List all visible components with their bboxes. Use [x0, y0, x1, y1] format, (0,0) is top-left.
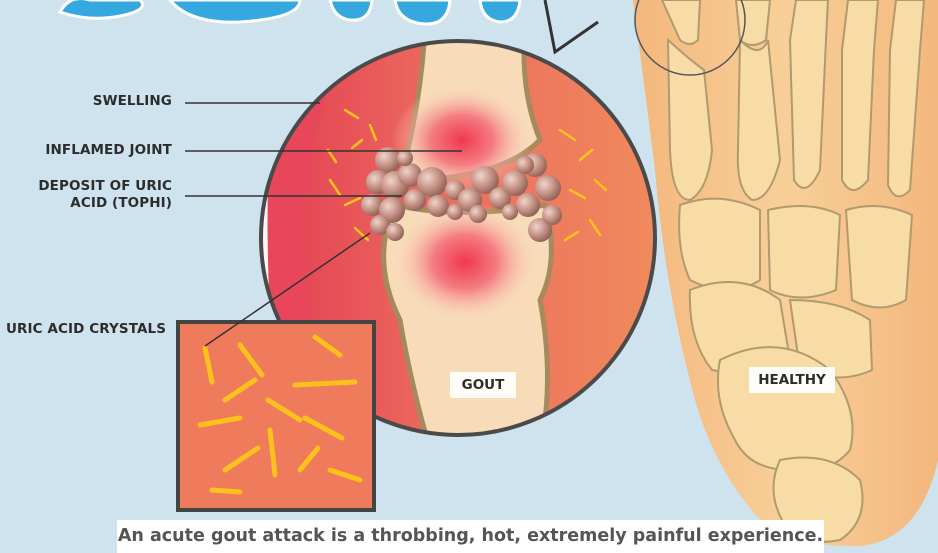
healthy-foot: [633, 0, 938, 546]
label-deposit-line1: DEPOSIT OF URIC: [20, 178, 172, 195]
gout-badge: GOUT: [450, 372, 516, 398]
label-inflamed-joint: INFLAMED JOINT: [20, 142, 172, 159]
label-swelling: SWELLING: [60, 93, 172, 110]
label-uric-acid-crystals: URIC ACID CRYSTALS: [6, 321, 182, 338]
title-fragment: [60, 0, 520, 24]
crystal-inset: [178, 322, 374, 510]
label-deposit-line2: ACID (TOPHI): [20, 195, 172, 212]
caption: An acute gout attack is a throbbing, hot…: [117, 520, 824, 553]
healthy-badge: HEALTHY: [749, 367, 835, 393]
